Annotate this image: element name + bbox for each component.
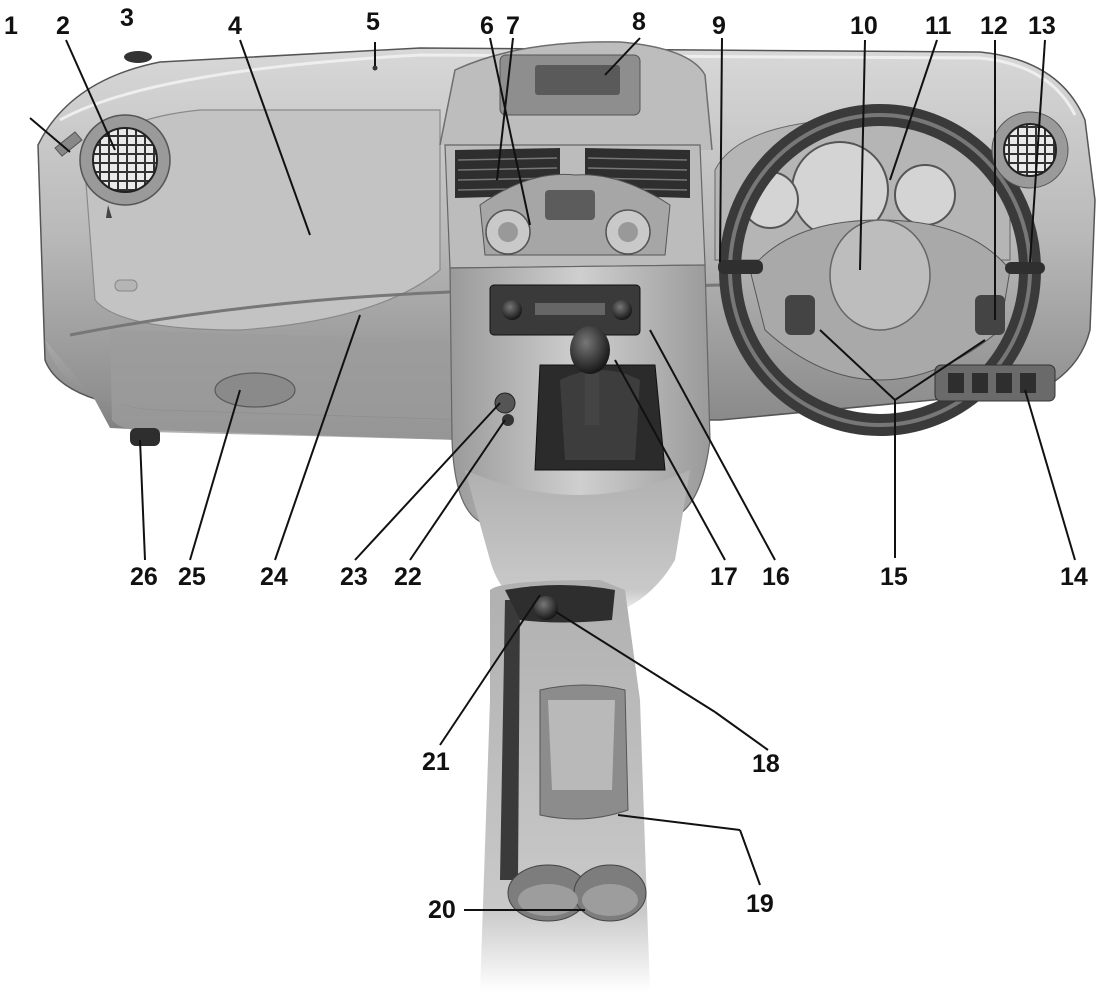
leader-2 — [65, 39, 116, 151]
leader-26 — [139, 439, 146, 561]
label-17: 17 — [710, 563, 738, 591]
label-1: 1 — [4, 12, 18, 40]
label-8: 8 — [632, 8, 646, 36]
leader-14 — [1024, 389, 1076, 561]
leader-19b — [617, 814, 741, 831]
label-4: 4 — [228, 12, 242, 40]
leader-7 — [496, 37, 514, 181]
leader-4 — [239, 39, 311, 236]
label-12: 12 — [980, 12, 1008, 40]
label-10: 10 — [850, 12, 878, 40]
label-22: 22 — [394, 563, 422, 591]
sensor-center — [372, 65, 378, 71]
label-25: 25 — [178, 563, 206, 591]
leader-9 — [719, 37, 723, 263]
leader-22 — [409, 419, 506, 561]
label-7: 7 — [506, 12, 520, 40]
side-window-demister — [54, 131, 83, 157]
leader-16 — [649, 329, 776, 561]
label-14: 14 — [1060, 563, 1088, 591]
label-16: 16 — [762, 563, 790, 591]
label-3: 3 — [120, 4, 134, 32]
label-23: 23 — [340, 563, 368, 591]
leader-lines — [29, 37, 1076, 911]
leader-1 — [29, 117, 71, 153]
floor-console — [480, 580, 650, 992]
label-11: 11 — [925, 12, 952, 40]
label-24: 24 — [260, 563, 288, 591]
leader-21 — [439, 594, 541, 746]
label-21: 21 — [422, 748, 450, 776]
switch-panel-right — [934, 364, 1056, 402]
radio-unit — [489, 284, 641, 336]
left-air-vent — [79, 114, 171, 218]
bonnet-release — [130, 428, 160, 446]
label-5: 5 — [366, 8, 380, 36]
leader-13 — [1029, 39, 1046, 263]
label-18: 18 — [752, 750, 780, 778]
leader-11 — [889, 39, 938, 181]
leader-8 — [604, 37, 641, 76]
lighting-stalk — [718, 260, 763, 274]
label-19: 19 — [746, 890, 774, 918]
label-15: 15 — [880, 563, 908, 591]
tweeter-left — [124, 51, 152, 63]
label-20: 20 — [428, 896, 456, 924]
leader-10 — [859, 39, 866, 271]
wiper-stalk — [1005, 262, 1045, 274]
socket — [494, 392, 516, 426]
leader-23 — [354, 402, 501, 561]
label-13: 13 — [1028, 12, 1056, 40]
leader-24 — [274, 314, 361, 561]
leader-17 — [614, 359, 726, 561]
leader-25 — [189, 389, 241, 561]
label-2: 2 — [56, 12, 70, 40]
label-26: 26 — [130, 563, 158, 591]
leader-6 — [489, 37, 531, 226]
leader-18 — [714, 711, 769, 751]
right-air-vent — [991, 111, 1069, 189]
center-stack — [444, 144, 706, 269]
label-6: 6 — [480, 12, 494, 40]
leader-18b — [555, 611, 716, 713]
label-9: 9 — [712, 12, 726, 40]
callout-labels: 1 2 3 4 5 6 7 8 9 10 11 12 13 14 15 16 1… — [4, 4, 1088, 924]
leader-19 — [739, 829, 761, 886]
